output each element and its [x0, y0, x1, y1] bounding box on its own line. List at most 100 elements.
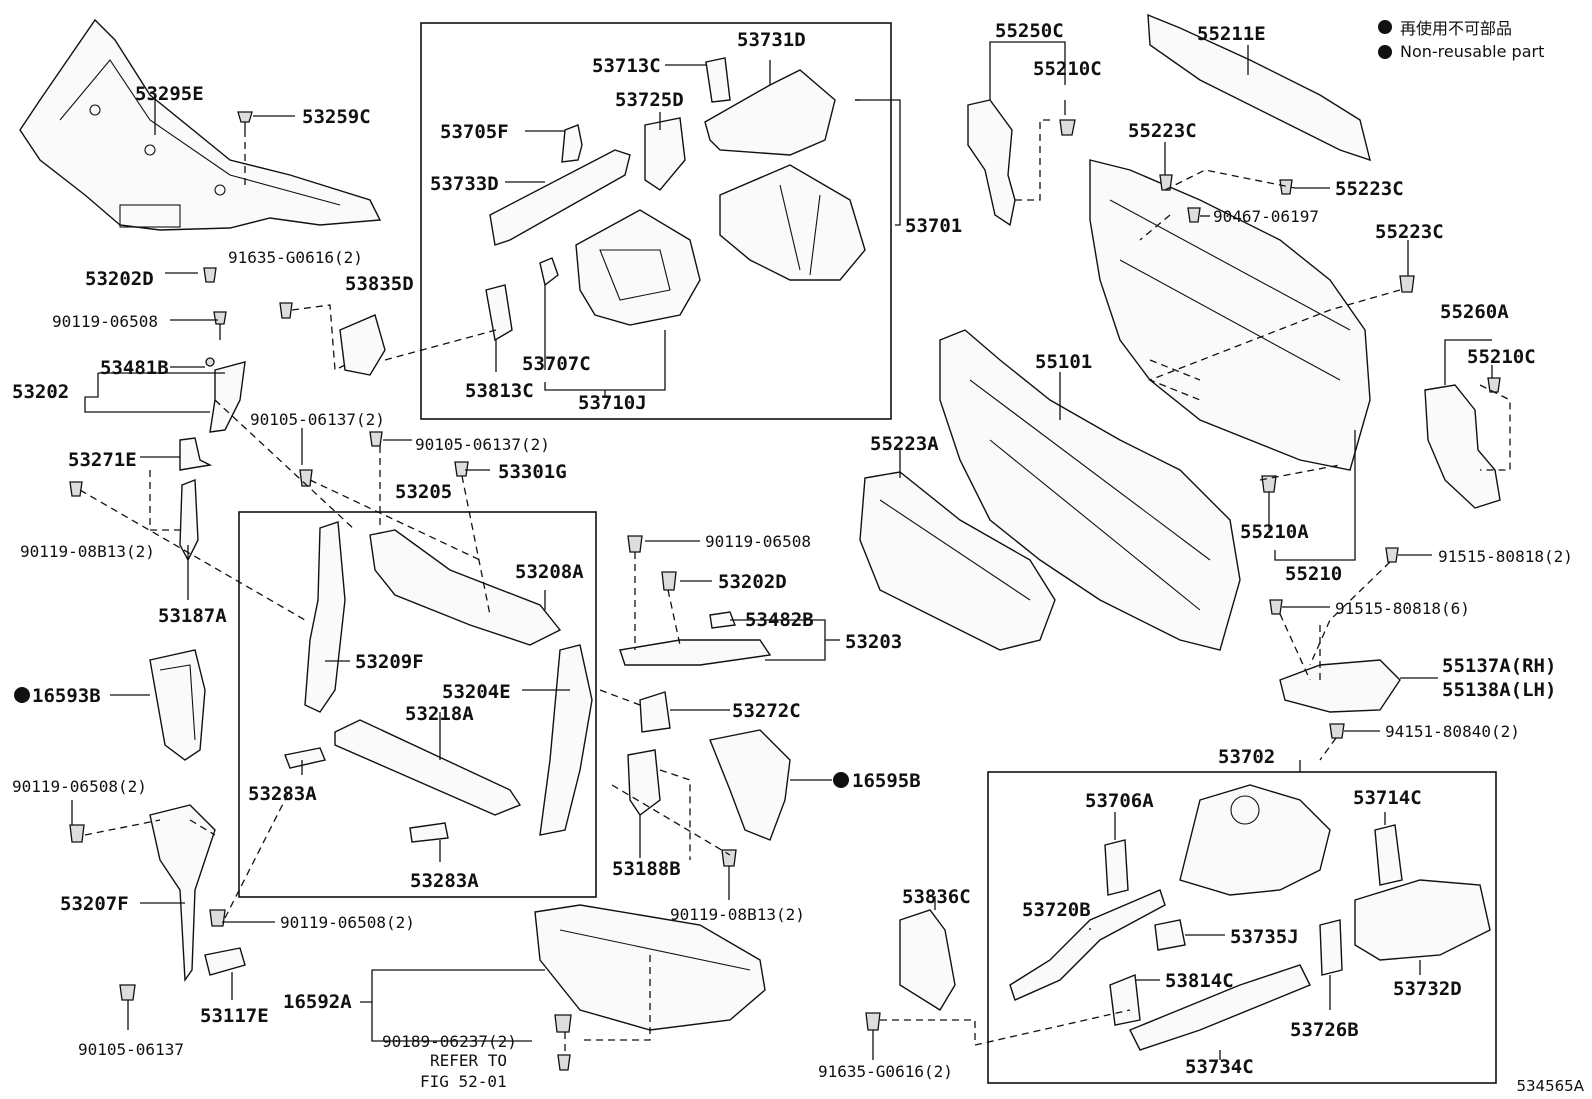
label-55260A: 55260A [1440, 301, 1509, 323]
label-53713C: 53713C [592, 55, 661, 77]
group-box-53205 [238, 511, 597, 898]
label-53187A: 53187A [158, 605, 227, 627]
label-53714C: 53714C [1353, 787, 1422, 809]
label-53707C: 53707C [522, 353, 591, 375]
label-53813C: 53813C [465, 380, 534, 402]
label-55101: 55101 [1035, 351, 1092, 373]
label-53701: 53701 [905, 215, 962, 237]
legend-bullet-icon [1378, 19, 1392, 34]
legend-row-jp: 再使用不可部品 [1378, 14, 1544, 39]
label-91515-80818-2: 91515-80818(2) [1438, 547, 1573, 566]
label-53283A-b: 53283A [410, 870, 479, 892]
label-90105-06137-2b: 90105-06137(2) [415, 435, 550, 454]
label-53259C: 53259C [302, 106, 371, 128]
label-53272C: 53272C [732, 700, 801, 722]
label-91635-G0616-bottom: 91635-G0616(2) [818, 1062, 953, 1081]
note-fig-52-01: FIG 52-01 [420, 1072, 507, 1091]
bullet-16593B [14, 687, 30, 703]
label-53295E: 53295E [135, 83, 204, 105]
label-53732D: 53732D [1393, 978, 1462, 1000]
label-90119-08B13-mid: 90119-08B13(2) [670, 905, 805, 924]
label-55210: 55210 [1285, 563, 1342, 585]
label-53117E: 53117E [200, 1005, 269, 1027]
label-55210A: 55210A [1240, 521, 1309, 543]
dash-panels [859, 13, 1501, 739]
label-91515-80818-6: 91515-80818(6) [1335, 599, 1470, 618]
label-53208A: 53208A [515, 561, 584, 583]
label-90119-06508-mid: 90119-06508 [705, 532, 811, 551]
label-94151-80840: 94151-80840(2) [1385, 722, 1520, 741]
label-53202D-mid: 53202D [718, 571, 787, 593]
label-53836C: 53836C [902, 886, 971, 908]
callout-labels: 53295E 53259C 91635-G0616(2) 53835D 5320… [12, 20, 1573, 1091]
legend-text-en: Non-reusable part [1400, 42, 1545, 61]
label-53731D: 53731D [737, 29, 806, 51]
label-90467-06197: 90467-06197 [1213, 207, 1319, 226]
label-53271E: 53271E [68, 449, 137, 471]
label-55223A: 55223A [870, 433, 939, 455]
label-55211E: 55211E [1197, 23, 1266, 45]
label-53814C: 53814C [1165, 970, 1234, 992]
legend-text-jp: 再使用不可部品 [1400, 18, 1513, 38]
clip-53259C [237, 111, 295, 185]
label-53207F: 53207F [60, 893, 129, 915]
label-55138A: 55138A(LH) [1442, 679, 1556, 701]
bullet-16595B [833, 772, 849, 788]
label-55250C: 55250C [995, 20, 1064, 42]
label-53705F: 53705F [440, 121, 509, 143]
label-53202: 53202 [12, 381, 69, 403]
label-90189-06237: 90189-06237(2) [382, 1032, 517, 1051]
label-53283A-a: 53283A [248, 783, 317, 805]
label-55223C-c: 55223C [1375, 221, 1444, 243]
label-53209F: 53209F [355, 651, 424, 673]
label-16595B: 16595B [852, 770, 921, 792]
label-90119-06508-2-left: 90119-06508(2) [12, 777, 147, 796]
label-55223C-b: 55223C [1335, 178, 1404, 200]
label-53710J: 53710J [578, 392, 647, 414]
label-53481B: 53481B [100, 357, 169, 379]
label-90119-06508-left: 90119-06508 [52, 312, 158, 331]
label-53218A: 53218A [405, 703, 474, 725]
figure-number: 534565A [1516, 1077, 1584, 1095]
label-53725D: 53725D [615, 89, 684, 111]
label-90105-06137: 90105-06137 [78, 1040, 184, 1059]
center-brackets [534, 535, 791, 1071]
label-16593B: 16593B [32, 685, 101, 707]
legend-bullet-icon [1378, 44, 1392, 59]
note-refer-to: REFER TO [430, 1051, 507, 1070]
label-53301G: 53301G [498, 461, 567, 483]
legend: 再使用不可部品 Non-reusable part [1378, 14, 1544, 64]
group-box-53702 [987, 771, 1497, 1084]
radiator-support-53205 [284, 521, 593, 843]
cowl-panel-53295E [19, 18, 382, 231]
label-53733D: 53733D [430, 173, 499, 195]
label-90119-06508-2-mid: 90119-06508(2) [280, 913, 415, 932]
label-55137A: 55137A(RH) [1442, 655, 1556, 677]
label-53188B: 53188B [612, 858, 681, 880]
label-16592A: 16592A [283, 991, 352, 1013]
group-box-53701 [420, 22, 892, 420]
legend-row-en: Non-reusable part [1378, 39, 1544, 64]
apron-parts-53702 [865, 784, 1491, 1051]
label-90105-06137-2a: 90105-06137(2) [250, 410, 385, 429]
label-53205: 53205 [395, 481, 452, 503]
label-53735J: 53735J [1230, 926, 1299, 948]
label-55223C-a: 55223C [1128, 120, 1197, 142]
label-91635-G0616-top: 91635-G0616(2) [228, 248, 363, 267]
label-55210C-top: 55210C [1033, 58, 1102, 80]
left-brackets [69, 267, 469, 1001]
label-53720B: 53720B [1022, 899, 1091, 921]
label-53482B: 53482B [745, 609, 814, 631]
apron-parts-53701 [485, 57, 866, 342]
label-53204E: 53204E [442, 681, 511, 703]
label-55210C-right: 55210C [1467, 346, 1536, 368]
label-53734C: 53734C [1185, 1056, 1254, 1078]
label-53726B: 53726B [1290, 1019, 1359, 1041]
label-53702: 53702 [1218, 746, 1275, 768]
dashed-connectors [79, 119, 1511, 1055]
label-53706A: 53706A [1085, 790, 1154, 812]
label-90119-08B13-left: 90119-08B13(2) [20, 542, 155, 561]
leader-lines [71, 41, 1493, 1060]
label-53835D: 53835D [345, 273, 414, 295]
